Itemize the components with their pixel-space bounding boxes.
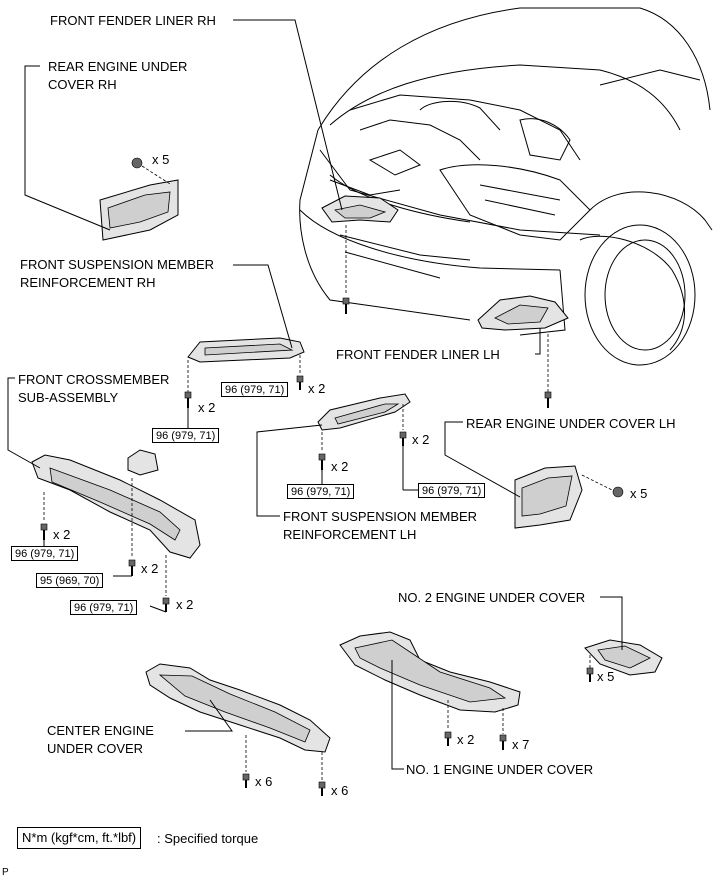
label-rear-engine-under-cover-lh: REAR ENGINE UNDER COVER LH xyxy=(466,416,676,431)
label-no2-engine-under-cover: NO. 2 ENGINE UNDER COVER xyxy=(398,590,586,605)
label-front-suspension-member-reinforcement-lh-line1: FRONT SUSPENSION MEMBER xyxy=(283,509,478,524)
qty-reinf-lh-bolt-right: x 2 xyxy=(412,432,430,447)
label-front-suspension-member-reinforcement-rh-line2: REINFORCEMENT RH xyxy=(20,275,156,290)
qty-no1-cover-bolt-b: x 7 xyxy=(512,737,530,752)
qty-crossmember-bolt-b: x 2 xyxy=(141,561,159,576)
torque-legend-description: : Specified torque xyxy=(157,831,259,846)
qty-crossmember-bolt-c: x 2 xyxy=(176,597,194,612)
rear-engine-under-cover-lh-part xyxy=(514,465,624,529)
torque-reinf-rh-right: 96 (979, 71) xyxy=(221,382,289,397)
qty-reinf-lh-bolt-left: x 2 xyxy=(331,459,349,474)
qty-center-cover-bolt-b: x 6 xyxy=(331,783,349,798)
qty-crossmember-bolt-a: x 2 xyxy=(53,527,71,542)
no1-engine-under-cover-part xyxy=(339,631,521,750)
label-front-fender-liner-lh: FRONT FENDER LINER LH xyxy=(336,347,500,362)
label-front-fender-liner-rh: FRONT FENDER LINER RH xyxy=(50,13,216,28)
label-center-engine-under-cover-line1: CENTER ENGINE xyxy=(47,723,154,738)
label-rear-engine-under-cover-rh-line2: COVER RH xyxy=(48,77,117,92)
label-front-crossmember-line2: SUB-ASSEMBLY xyxy=(18,390,119,405)
torque-legend-unit: N*m (kgf*cm, ft.*lbf) xyxy=(17,827,142,849)
label-front-crossmember-line1: FRONT CROSSMEMBER xyxy=(18,372,170,387)
rear-engine-under-cover-rh-part xyxy=(99,157,179,241)
page-mark: P xyxy=(2,867,9,878)
car-bolts xyxy=(342,225,552,408)
torque-crossmember-b: 95 (969, 70) xyxy=(36,573,104,588)
qty-no2-cover-bolt: x 5 xyxy=(597,669,615,684)
car-front-illustration xyxy=(299,7,713,366)
qty-center-cover-bolt-a: x 6 xyxy=(255,774,273,789)
no2-engine-under-cover-part xyxy=(584,639,663,682)
torque-crossmember-c: 96 (979, 71) xyxy=(70,600,138,615)
center-engine-under-cover-part xyxy=(145,663,331,796)
qty-reinf-rh-bolt-right: x 2 xyxy=(308,381,326,396)
label-front-suspension-member-reinforcement-lh-line2: REINFORCEMENT LH xyxy=(283,527,417,542)
front-suspension-member-reinforcement-lh-part xyxy=(317,393,411,470)
qty-reinf-rh-bolt-left: x 2 xyxy=(198,400,216,415)
torque-crossmember-a: 96 (979, 71) xyxy=(11,546,79,561)
front-crossmember-part xyxy=(31,449,201,612)
label-center-engine-under-cover-line2: UNDER COVER xyxy=(47,741,144,756)
front-suspension-member-reinforcement-rh-part xyxy=(184,337,305,408)
qty-rear-lh-nut: x 5 xyxy=(630,486,648,501)
torque-reinf-rh-left: 96 (979, 71) xyxy=(152,428,220,443)
label-front-suspension-member-reinforcement-rh-line1: FRONT SUSPENSION MEMBER xyxy=(20,257,215,272)
torque-reinf-lh-right: 96 (979, 71) xyxy=(418,483,486,498)
torque-reinf-lh-left: 96 (979, 71) xyxy=(287,484,355,499)
label-rear-engine-under-cover-rh-line1: REAR ENGINE UNDER xyxy=(48,59,188,74)
leader-lines xyxy=(7,19,623,770)
qty-rear-rh-nut: x 5 xyxy=(152,152,170,167)
qty-no1-cover-bolt-a: x 2 xyxy=(457,732,475,747)
label-no1-engine-under-cover: NO. 1 ENGINE UNDER COVER xyxy=(406,762,594,777)
